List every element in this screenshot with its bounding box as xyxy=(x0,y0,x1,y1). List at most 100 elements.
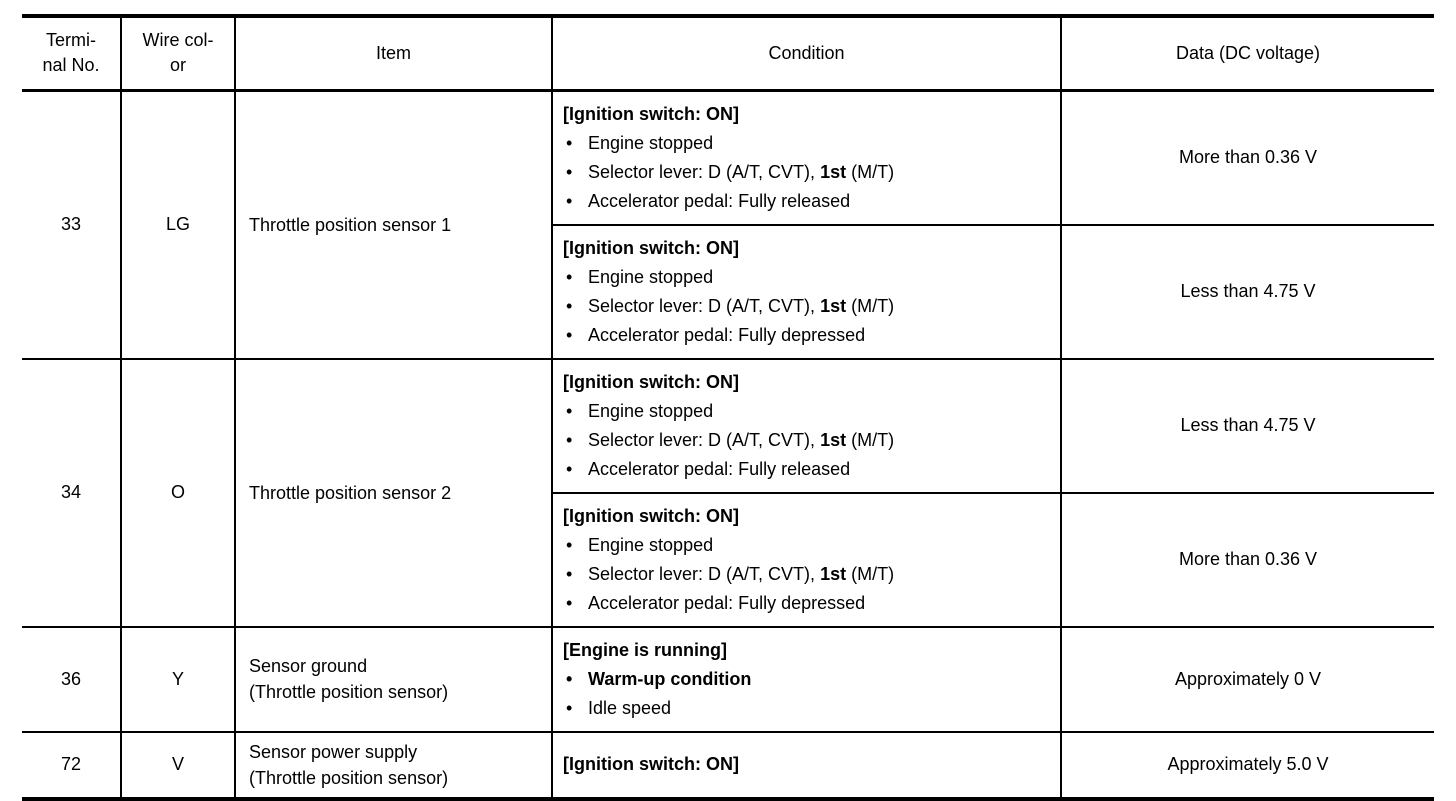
column-header-wire-color: Wire col- or xyxy=(120,16,235,92)
item-cell: Throttle position sensor 1 xyxy=(234,89,552,359)
bullet-icon: • xyxy=(566,295,573,316)
bullet-icon: • xyxy=(566,190,573,211)
bullet-icon: • xyxy=(566,324,573,345)
bullet-icon: • xyxy=(566,592,573,613)
bullet-text: Warm-up condition xyxy=(588,665,751,694)
bullet-text: Engine stopped xyxy=(588,531,713,560)
item-line: Throttle position sensor 2 xyxy=(249,482,452,503)
condition-bullet: • Engine stopped xyxy=(563,129,1052,158)
item-cell: Sensor power supply (Throttle position se… xyxy=(234,730,552,799)
bullet-text: Accelerator pedal: Fully depressed xyxy=(588,321,865,350)
bullet-icon: • xyxy=(566,266,573,287)
data-value-cell: Less than 4.75 V xyxy=(1060,223,1434,359)
item-line: (Throttle position sensor) xyxy=(249,682,449,702)
bullet-text-segment: Idle speed xyxy=(588,697,672,718)
item-line: Sensor ground xyxy=(249,656,368,676)
condition-header: [Ignition switch: ON] xyxy=(563,754,739,774)
column-header-item: Item xyxy=(234,16,552,92)
condition-bullet: • Selector lever: D (A/T, CVT), 1st (M/T) xyxy=(563,426,1052,455)
condition-cell: [Engine is running] • Warm-up condition •Id… xyxy=(551,625,1061,732)
bullet-text-segment: Accelerator pedal: Fully released xyxy=(588,458,851,479)
terminal-no-cell: 34 xyxy=(22,357,121,627)
condition-bullet: • Warm-up condition xyxy=(563,665,1052,694)
condition-bullet: • Selector lever: D (A/T, CVT), 1st (M/T) xyxy=(563,292,1052,321)
terminal-no-cell: 33 xyxy=(22,89,121,359)
bullet-text-segment: Warm-up condition xyxy=(588,668,752,689)
condition-bullet: • Accelerator pedal: Fully depressed xyxy=(563,589,1052,618)
bullet-text: Engine stopped xyxy=(588,397,713,426)
bullet-text: Idle speed xyxy=(588,694,671,723)
condition-bullet: •Idle speed xyxy=(563,694,1052,723)
data-value-cell: Approximately 0 V xyxy=(1060,625,1434,732)
wire-color-cell: Y xyxy=(120,625,235,732)
condition-cell: [Ignition switch: ON] • Engine stopped • Sel… xyxy=(551,89,1061,225)
condition-header: [Ignition switch: ON] xyxy=(563,103,739,124)
bullet-text-segment: Accelerator pedal: Fully released xyxy=(588,190,851,211)
bullet-icon: • xyxy=(566,161,573,182)
data-value-cell: More than 0.36 V xyxy=(1060,89,1434,225)
wire-color-cell: LG xyxy=(120,89,235,359)
item-cell: Throttle position sensor 2 xyxy=(234,357,552,627)
condition-bullet: • Selector lever: D (A/T, CVT), 1st (M/T) xyxy=(563,158,1052,187)
bullet-text-segment: (M/T) xyxy=(846,161,895,182)
condition-header: [Ignition switch: ON] xyxy=(563,371,739,392)
bullet-text: Selector lever: D (A/T, CVT), 1st (M/T) xyxy=(588,426,894,455)
bullet-text-segment: Selector lever: D (A/T, CVT), xyxy=(588,563,821,584)
column-header-terminal-no: Termi- nal No. xyxy=(22,16,121,92)
condition-bullet: • Engine stopped xyxy=(563,531,1052,560)
bullet-text: Selector lever: D (A/T, CVT), 1st (M/T) xyxy=(588,560,894,589)
data-value-cell: Approximately 5.0 V xyxy=(1060,730,1434,799)
bullet-text: Accelerator pedal: Fully released xyxy=(588,455,850,484)
bullet-text-segment: 1st xyxy=(820,161,847,182)
bullet-text: Accelerator pedal: Fully released xyxy=(588,187,850,216)
condition-cell: [Ignition switch: ON] xyxy=(551,730,1061,799)
bullet-text-segment: Selector lever: D (A/T, CVT), xyxy=(588,161,821,182)
bullet-text-segment: 1st xyxy=(820,295,847,316)
condition-header: [Ignition switch: ON] xyxy=(563,505,739,526)
bullet-text-segment: Engine stopped xyxy=(588,132,714,153)
item-cell: Sensor ground (Throttle position sensor) xyxy=(234,625,552,732)
bullet-icon: • xyxy=(566,132,573,153)
bullet-text-segment: 1st xyxy=(820,563,847,584)
data-value-cell: More than 0.36 V xyxy=(1060,491,1434,627)
item-line: Sensor power supply xyxy=(249,741,418,762)
bullet-text-segment: Engine stopped xyxy=(588,266,714,287)
table-row: [Ignition switch: ON] • Engine stopped • Sel… xyxy=(22,223,1434,359)
data-value-cell: Less than 4.75 V xyxy=(1060,357,1434,493)
condition-bullet: • Engine stopped xyxy=(563,263,1052,292)
bullet-icon: • xyxy=(566,668,573,689)
bullet-text-segment: Accelerator pedal: Fully depressed xyxy=(588,592,866,613)
bullet-icon: • xyxy=(566,429,573,450)
bullet-text-segment: Selector lever: D (A/T, CVT), xyxy=(588,429,821,450)
table-row: [Ignition switch: ON] • Engine stopped • Sel… xyxy=(22,491,1434,627)
condition-cell: [Ignition switch: ON] • Engine stopped • Sel… xyxy=(551,491,1061,627)
bullet-icon: • xyxy=(566,458,573,479)
bullet-text: Selector lever: D (A/T, CVT), 1st (M/T) xyxy=(588,292,894,321)
condition-cell: [Ignition switch: ON]•Engine stopped•Sel… xyxy=(551,357,1061,493)
bullet-text-segment: 1st xyxy=(820,429,847,450)
condition-header: [Engine is running] xyxy=(563,639,727,660)
bullet-text-segment: (M/T) xyxy=(846,563,895,584)
column-header-data: Data (DC voltage) xyxy=(1060,16,1434,92)
terminal-no-cell: 72 xyxy=(22,730,121,799)
bullet-text-segment: (M/T) xyxy=(846,429,895,450)
wire-color-cell: O xyxy=(120,357,235,627)
condition-header: [Ignition switch: ON] xyxy=(563,237,739,258)
terminal-no-cell: 36 xyxy=(22,625,121,732)
bullet-text-segment: (M/T) xyxy=(846,295,895,316)
bullet-text-segment: Engine stopped xyxy=(588,534,714,555)
bullet-icon: • xyxy=(566,534,573,555)
bullet-text: Selector lever: D (A/T, CVT), 1st (M/T) xyxy=(588,158,894,187)
bullet-text-segment: Accelerator pedal: Fully depressed xyxy=(588,324,866,345)
bullet-icon: • xyxy=(566,563,573,584)
condition-bullet: •Engine stopped xyxy=(563,397,1052,426)
wire-color-cell: V xyxy=(120,730,235,799)
item-line: (Throttle position sensor) xyxy=(249,767,449,788)
condition-bullet: • Accelerator pedal: Fully released xyxy=(563,455,1052,484)
condition-bullet: • Selector lever: D (A/T, CVT), 1st (M/T) xyxy=(563,560,1052,589)
